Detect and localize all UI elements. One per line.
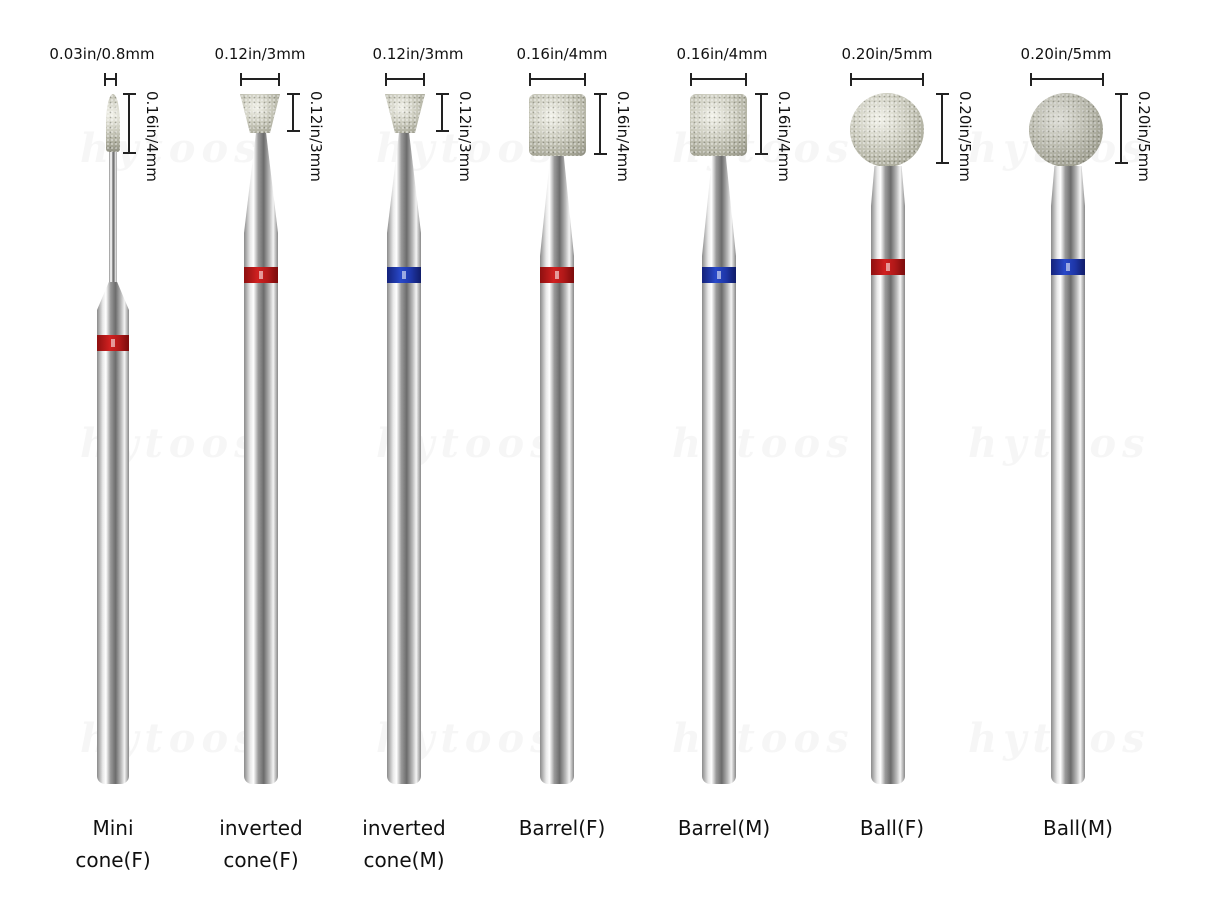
height-label: 0.12in/3mm — [307, 91, 325, 182]
bit-name: Ball(M) — [1043, 816, 1113, 840]
height-dimension-line — [436, 93, 449, 132]
diamond-head-ball — [850, 93, 924, 167]
width-dimension-line — [104, 73, 117, 86]
neck-taper — [540, 156, 574, 256]
bit-name: Mini cone(F) — [75, 816, 151, 872]
width-dimension-line — [385, 73, 425, 86]
grit-band-blue — [1051, 259, 1085, 275]
bit-name: Ball(F) — [859, 816, 925, 840]
width-dimension-line — [1030, 73, 1104, 86]
diamond-head-inverted-cone — [240, 94, 280, 133]
height-dimension-line — [936, 93, 949, 164]
bit-name: Barrel(F) — [518, 816, 606, 840]
neck-taper — [97, 282, 129, 310]
shank — [702, 256, 736, 784]
diamond-head-mini-cone — [106, 94, 120, 152]
height-label: 0.16in/4mm — [614, 91, 632, 182]
shank — [244, 233, 278, 784]
diamond-head-barrel — [529, 94, 586, 156]
neck — [109, 152, 117, 282]
grit-band-blue — [702, 267, 736, 283]
grit-band-blue — [387, 267, 421, 283]
width-label: 0.20in/5mm — [841, 45, 933, 63]
width-label: 0.12in/3mm — [214, 45, 306, 63]
height-dimension-line — [1115, 93, 1128, 164]
grit-band-red — [244, 267, 278, 283]
neck-taper — [244, 133, 278, 233]
grit-band-red — [97, 335, 129, 351]
width-label: 0.16in/4mm — [516, 45, 608, 63]
grit-band-red — [871, 259, 905, 275]
height-label: 0.20in/5mm — [1135, 91, 1153, 182]
bit-name: Barrel(M) — [677, 816, 771, 840]
neck-taper — [387, 133, 421, 233]
grit-band-red — [540, 267, 574, 283]
shank — [871, 206, 905, 784]
height-label: 0.16in/4mm — [143, 91, 161, 182]
width-dimension-line — [850, 73, 924, 86]
neck-taper — [702, 156, 736, 256]
watermark: hytoos — [672, 420, 855, 467]
width-dimension-line — [529, 73, 586, 86]
neck — [871, 166, 905, 206]
bit-name: inverted cone(M) — [362, 816, 446, 872]
height-dimension-line — [755, 93, 768, 155]
bit-name: inverted cone(F) — [219, 816, 303, 872]
width-dimension-line — [240, 73, 280, 86]
height-label: 0.20in/5mm — [956, 91, 974, 182]
height-dimension-line — [594, 93, 607, 155]
width-label: 0.16in/4mm — [676, 45, 768, 63]
diamond-head-inverted-cone — [385, 94, 425, 133]
width-label: 0.12in/3mm — [372, 45, 464, 63]
shank — [540, 256, 574, 784]
height-dimension-line — [287, 93, 300, 132]
height-label: 0.12in/3mm — [456, 91, 474, 182]
width-dimension-line — [690, 73, 747, 86]
shank — [1051, 206, 1085, 784]
neck — [1051, 166, 1085, 206]
height-label: 0.16in/4mm — [775, 91, 793, 182]
shank — [97, 310, 129, 784]
diamond-head-barrel — [690, 94, 747, 156]
width-label: 0.03in/0.8mm — [49, 45, 155, 63]
width-label: 0.20in/5mm — [1020, 45, 1112, 63]
diamond-head-ball — [1029, 93, 1103, 167]
watermark: hytoos — [672, 715, 855, 762]
height-dimension-line — [123, 93, 136, 154]
shank — [387, 233, 421, 784]
